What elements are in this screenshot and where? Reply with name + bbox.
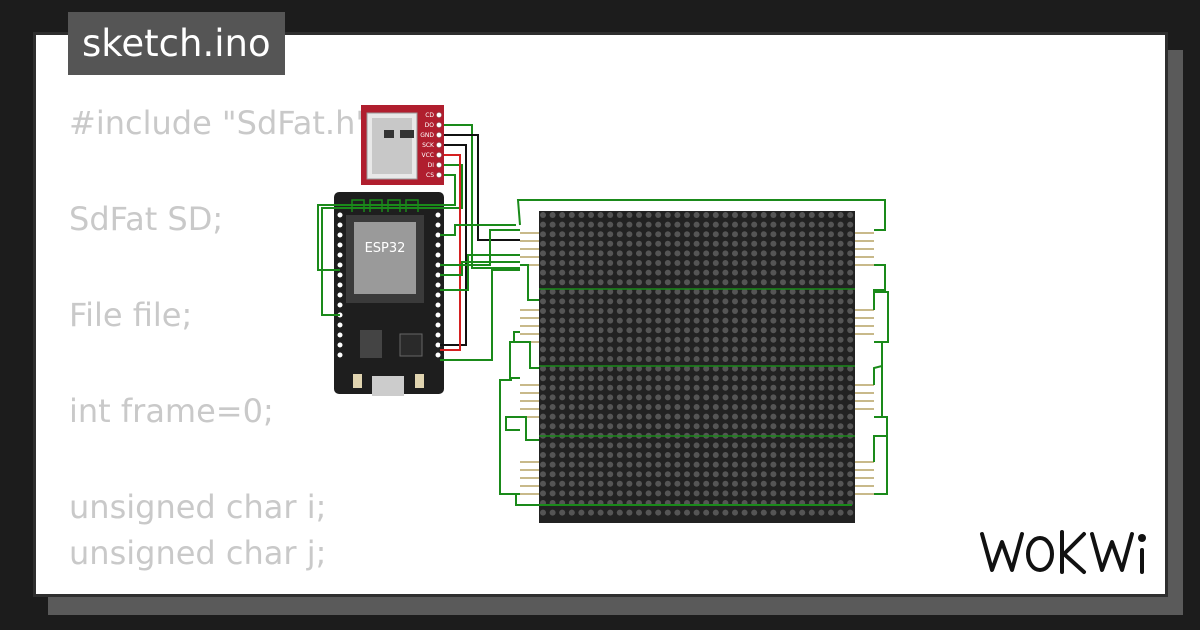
matrix-wires [499,199,889,506]
sd-pin-label: CD [425,112,434,119]
wokwi-logo [980,530,1146,574]
code-line: SdFat SD; [69,200,224,238]
sketch-filename-tag: sketch.ino [68,12,285,75]
code-line: unsigned char i; [69,488,327,526]
code-line: int frame=0; [69,392,274,430]
sd-pin-label: SCK [422,142,435,149]
led-matrix [539,211,855,523]
sd-pin-label: GND [420,132,434,139]
code-line: #include "SdFat.h" [69,104,371,142]
esp32-board: ESP32 [334,192,444,396]
code-line: unsigned char j; [69,534,327,572]
circuit-diagram: CD DO GND SCK VCC DI CS ESP32 [317,105,889,523]
sd-pin-label: DO [425,122,435,129]
sd-pin-label: DI [428,162,435,169]
board-wires [317,124,520,361]
sd-pin-label: VCC [422,152,434,159]
sd-pin-label: CS [426,172,434,179]
sd-card-module: CD DO GND SCK VCC DI CS [361,105,444,185]
code-line: File file; [69,296,193,334]
board-pins [337,212,441,358]
esp32-chip-label: ESP32 [365,241,406,256]
matrix-header-pins [520,232,874,495]
